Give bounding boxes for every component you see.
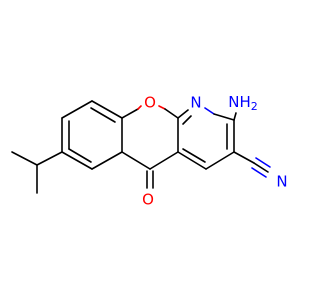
pyridine-nitrogen-bond [204,107,215,115]
pyridine-bond [213,113,235,121]
atom-labels: O N NH2 O N [142,93,288,209]
pyridine-inner-bond [182,115,192,125]
carbonyl-carbon-bond [121,151,151,170]
nitrile-bond [233,151,255,164]
pyridine-bond [177,151,207,170]
nitrile-triple-bond [253,162,269,173]
benzene-bond [91,151,123,170]
nitrile-triple-bond [255,157,271,168]
benzene-bond [91,100,123,119]
nitrile-triple-bond [251,167,267,178]
pyran-oxygen-bond [158,105,166,110]
amino-subscript: 2 [251,100,258,113]
benzene-inner-bond [68,148,92,163]
benzene-bond [61,151,93,170]
molecule-drawing: O N NH2 O N [11,93,288,209]
pyran-bond [121,108,139,119]
amino-bond [233,112,237,121]
pyridine-bond [205,151,235,170]
isopropyl-bond [11,151,38,166]
carbonyl-carbon-bond [149,151,179,170]
benzene-bond [61,100,93,119]
pyran-bond [164,108,179,119]
isopropyl-bond [36,151,63,166]
pyridine-nitrogen-label: N [190,94,201,112]
carbonyl-oxygen-label: O [142,191,154,209]
pyridine-inner-bond [182,148,206,163]
bond-lines [11,100,271,194]
benzene-inner-bond [90,107,116,123]
structure-canvas: O N NH2 O N [11,93,288,209]
amino-group-label: NH2 [228,93,258,114]
amino-nh-text: NH [228,93,251,111]
pyran-oxygen-bond [137,105,142,110]
pyridine-bond [177,109,189,119]
nitrile-nitrogen-label: N [276,173,287,191]
ring-oxygen-label: O [144,94,156,112]
